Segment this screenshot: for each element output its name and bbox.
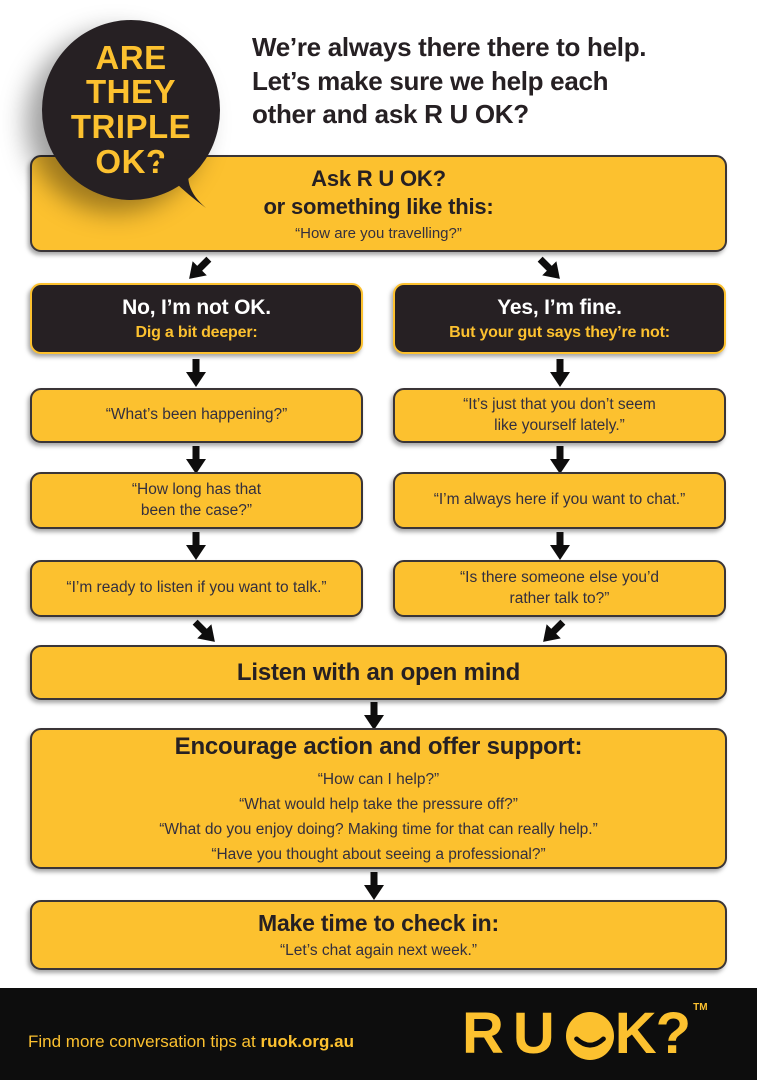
- bubble-line: THEY: [85, 73, 176, 111]
- speech-bubble: ARE THEY TRIPLE OK?: [42, 20, 220, 200]
- step-box-right-1: “It’s just that you don’t seem like your…: [393, 388, 726, 443]
- step-box-left-3: “I’m ready to listen if you want to talk…: [30, 560, 363, 617]
- step-box-right-3: “Is there someone else you’d rather talk…: [393, 560, 726, 617]
- encourage-quote: “What would help take the pressure off?”: [239, 796, 518, 813]
- ask-subtitle: or something like this:: [263, 193, 494, 219]
- bubble-line: TRIPLE: [70, 108, 192, 145]
- step-quote: “How long has that been the case?”: [131, 481, 262, 519]
- checkin-quote: “Let’s chat again next week.”: [279, 942, 478, 959]
- step-quote: “What’s been happening?”: [105, 406, 288, 424]
- bubble-line: ARE: [95, 38, 167, 76]
- branch-no-subtitle: Dig a bit deeper:: [135, 323, 258, 341]
- arrow-down-icon: [186, 359, 206, 387]
- footer-tip-text: Find more conversation tips at: [28, 1032, 261, 1051]
- encourage-quote: “Have you thought about seeing a profess…: [211, 846, 546, 863]
- heading-line: Let’s make sure we help each: [252, 65, 609, 96]
- logo-letter-r: R: [462, 1001, 504, 1066]
- speech-bubble-text: ARE THEY TRIPLE OK?: [70, 38, 192, 180]
- checkin-box: Make time to check in: “Let’s chat again…: [30, 900, 727, 970]
- step-quote: “I’m always here if you want to chat.”: [433, 491, 686, 509]
- logo-letters-k-question: K?: [614, 1001, 691, 1066]
- footer-tip-url: ruok.org.au: [260, 1032, 354, 1051]
- speech-bubble-tail-icon: [156, 158, 206, 208]
- step-quote: “Is there someone else you’d rather talk…: [459, 569, 660, 607]
- arrow-down-icon: [364, 702, 384, 730]
- heading-line: other and ask R U OK?: [252, 99, 529, 130]
- step-box-right-2: “I’m always here if you want to chat.”: [393, 472, 726, 529]
- footer-bar: Find more conversation tips at ruok.org.…: [0, 988, 757, 1080]
- ask-ruok-box: Ask R U OK? or something like this: “How…: [30, 155, 727, 252]
- branch-yes-subtitle: But your gut says they’re not:: [449, 323, 670, 341]
- arrow-down-left-icon: [189, 256, 212, 279]
- arrow-down-icon: [550, 359, 570, 387]
- listen-label: Listen with an open mind: [236, 658, 521, 686]
- branch-no-title: No, I’m not OK.: [122, 295, 271, 319]
- arrow-down-icon: [186, 446, 206, 474]
- intro-heading: We’re always there there to help. Let’s …: [252, 31, 732, 132]
- step-quote: “It’s just that you don’t seem like your…: [463, 396, 656, 434]
- branch-yes-title: Yes, I’m fine.: [497, 295, 622, 319]
- branch-yes-box: Yes, I’m fine. But your gut says they’re…: [393, 283, 726, 354]
- step-quote: “I’m ready to listen if you want to talk…: [66, 579, 327, 597]
- encourage-title: Encourage action and offer support:: [174, 733, 583, 760]
- trademark-symbol: TM: [693, 1002, 708, 1013]
- ask-quote: “How are you travelling?”: [295, 224, 462, 242]
- encourage-quote: “How can I help?”: [317, 771, 440, 788]
- step-box-left-2: “How long has that been the case?”: [30, 472, 363, 529]
- listen-box: Listen with an open mind: [30, 645, 727, 700]
- branch-no-box: No, I’m not OK. Dig a bit deeper:: [30, 283, 363, 354]
- smiley-face-icon: [565, 1011, 614, 1060]
- arrow-down-right-icon: [192, 619, 215, 642]
- checkin-title: Make time to check in:: [257, 910, 499, 936]
- arrow-down-icon: [364, 872, 384, 900]
- logo-letter-u: U: [512, 1001, 555, 1066]
- arrow-down-right-icon: [537, 256, 560, 279]
- arrow-down-icon: [186, 532, 206, 560]
- encourage-box: Encourage action and offer support: “How…: [30, 728, 727, 869]
- encourage-quote: “What do you enjoy doing? Making time fo…: [159, 821, 598, 838]
- arrow-down-left-icon: [543, 619, 566, 642]
- step-box-left-1: “What’s been happening?”: [30, 388, 363, 443]
- arrow-down-icon: [550, 446, 570, 474]
- bubble-line: OK?: [95, 142, 167, 180]
- arrow-down-icon: [550, 532, 570, 560]
- heading-line: We’re always there there to help.: [252, 32, 647, 62]
- ask-title: Ask R U OK?: [311, 165, 446, 191]
- ruok-logo: R U K? TM: [462, 1000, 708, 1067]
- footer-tip: Find more conversation tips at ruok.org.…: [28, 1032, 354, 1052]
